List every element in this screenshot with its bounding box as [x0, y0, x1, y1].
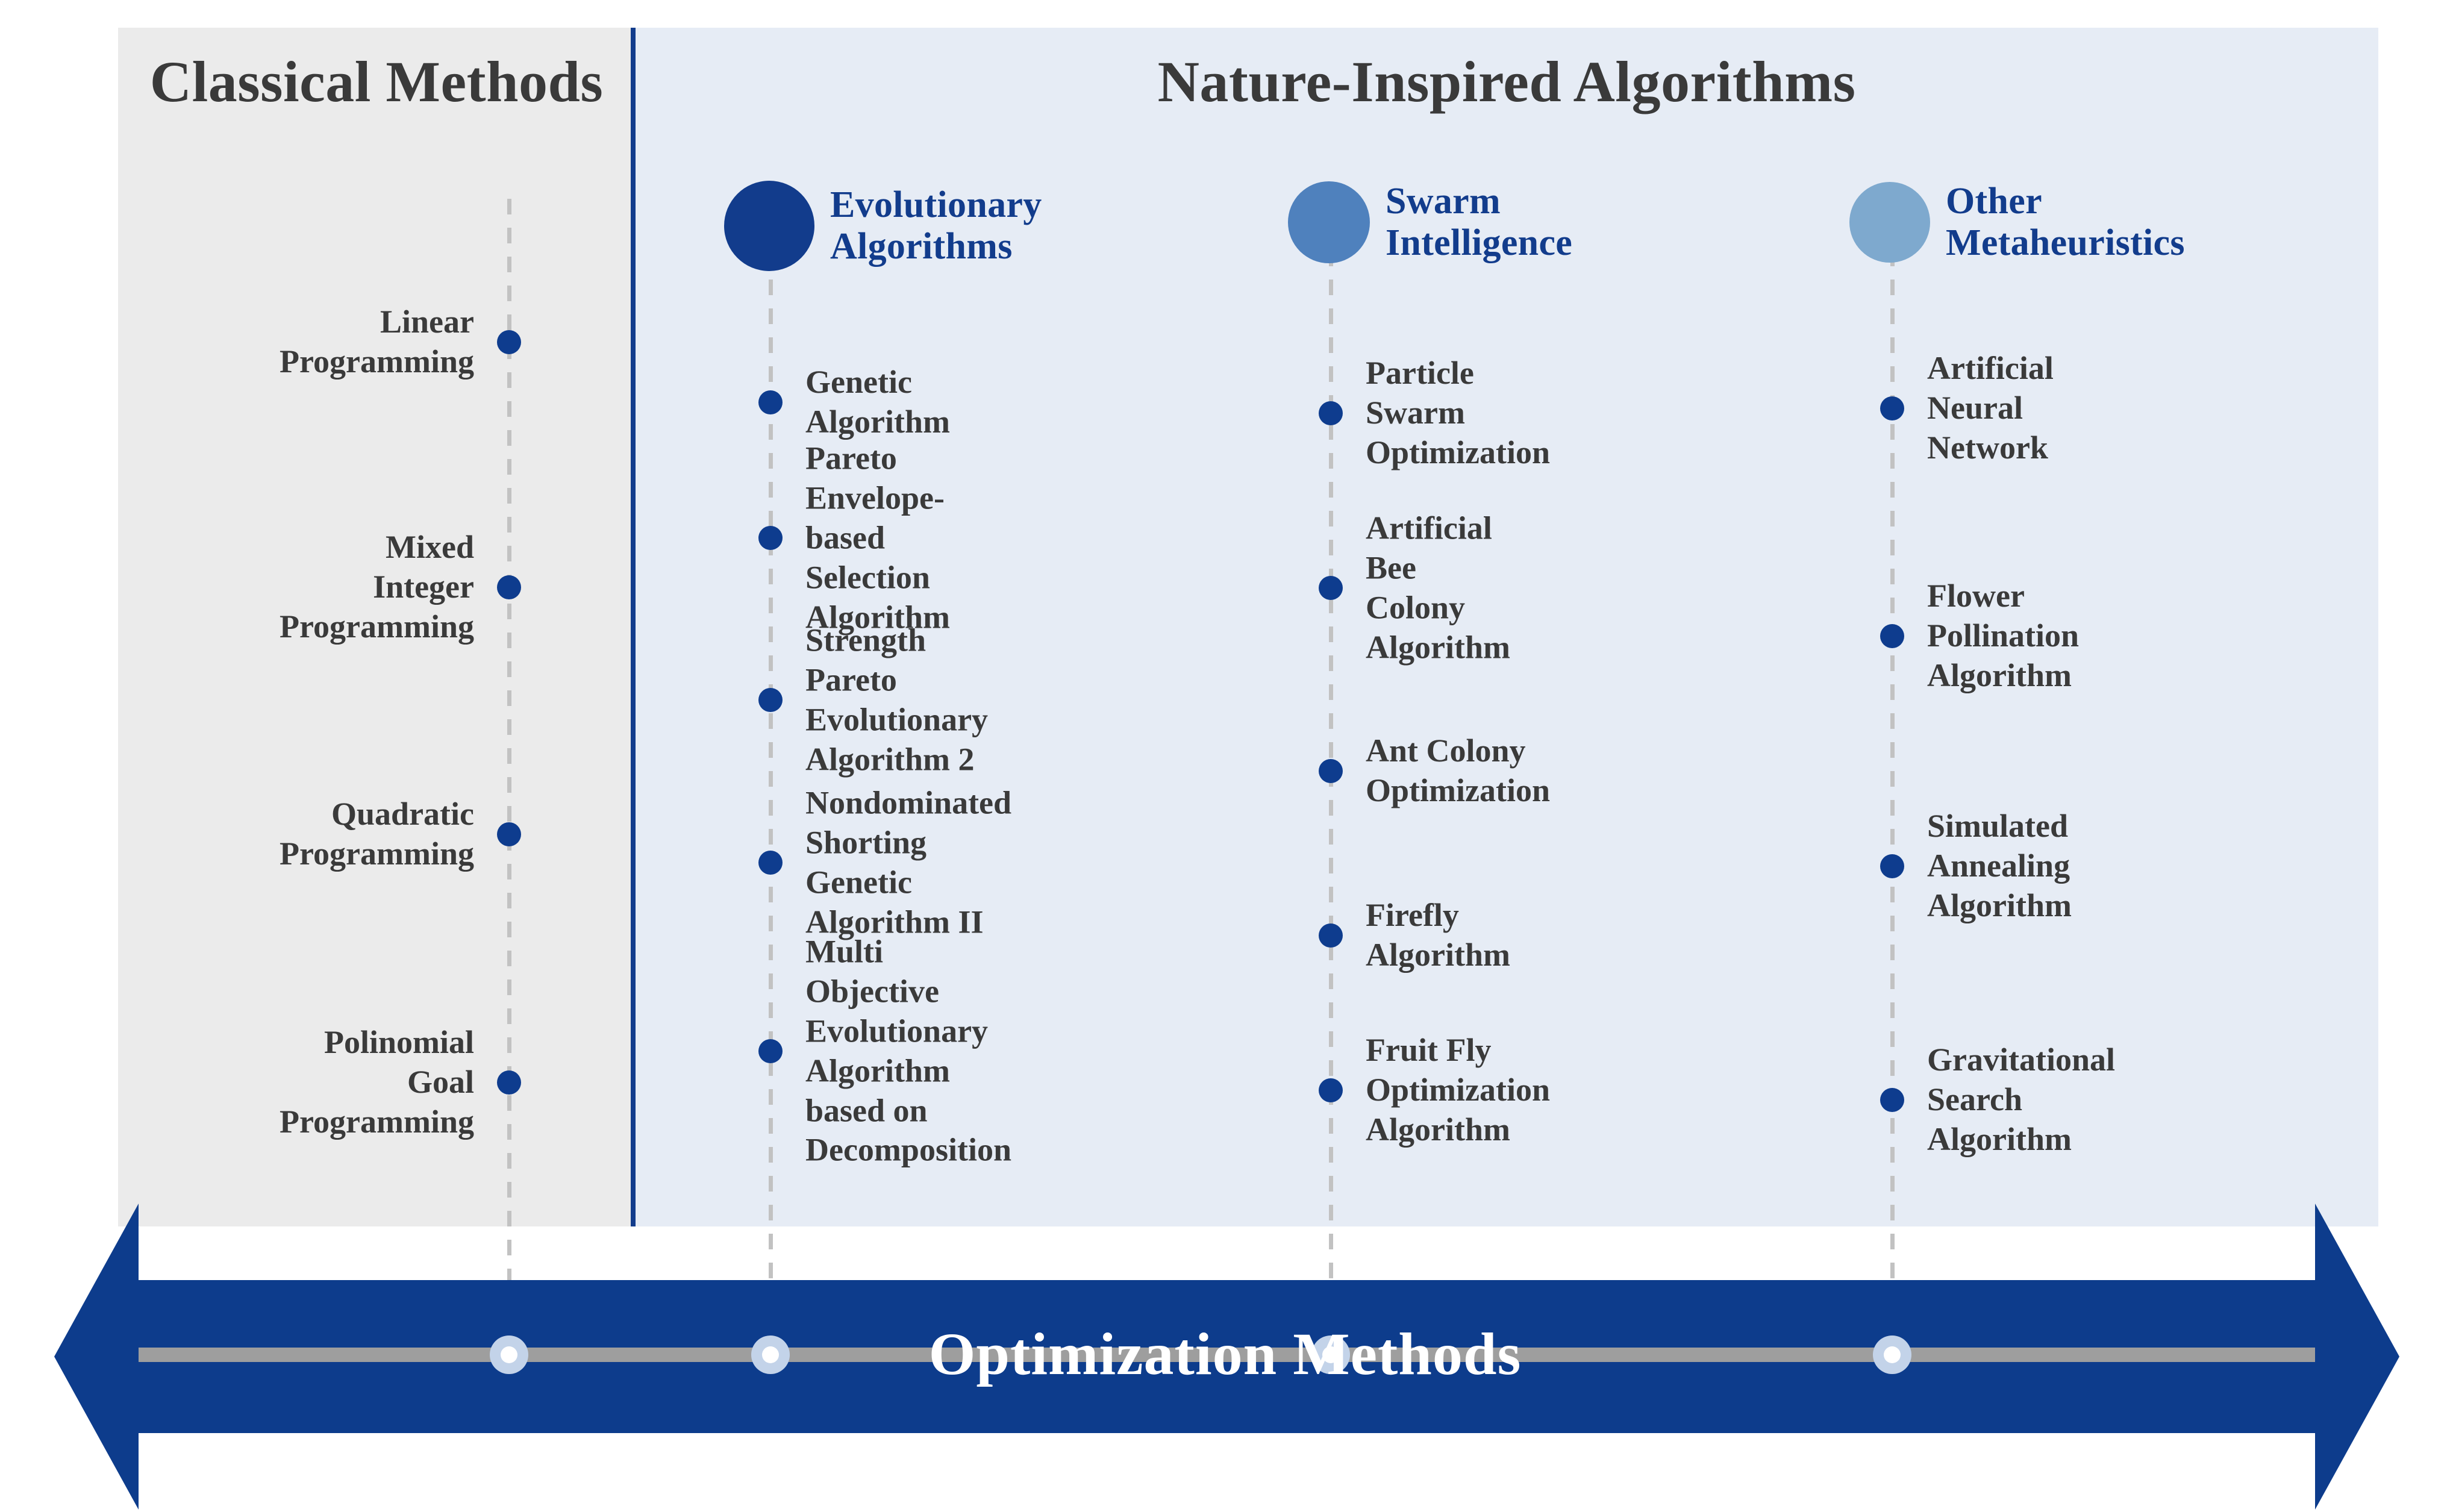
ring-marker-core-icon — [1884, 1346, 1901, 1363]
axis-caption: Optimization Methods — [928, 1320, 1522, 1387]
filled-dot-icon — [1319, 576, 1343, 600]
list-item-label: Simulated Annealing Algorithm — [1927, 808, 2072, 923]
filled-dot-icon — [1319, 923, 1343, 948]
category-header-swarm[interactable]: Swarm Intelligence — [1288, 181, 1572, 264]
filled-dot-icon — [497, 1070, 521, 1095]
list-item-label: Polinomial Goal Programming — [280, 1024, 474, 1140]
filled-circle-icon — [724, 181, 814, 271]
filled-dot-icon — [1880, 396, 1904, 420]
list-item-label: Gravitational Search Algorithm — [1927, 1042, 2115, 1157]
list-item-label: Nondominated Shorting Genetic Algorithm … — [805, 784, 1012, 940]
filled-dot-icon — [758, 390, 783, 414]
rail-other — [1890, 193, 1895, 1292]
filled-dot-icon — [758, 688, 783, 712]
ring-marker-core-icon — [501, 1346, 517, 1363]
rail-swarm — [1329, 193, 1333, 1292]
list-item-label: Strength Pareto Evolutionary Algorithm 2 — [805, 622, 989, 777]
filled-dot-icon — [758, 526, 783, 550]
classical-methods-heading: Classical Methods — [149, 49, 604, 114]
filled-dot-icon — [1880, 854, 1904, 878]
list-item-label: Firefly Algorithm — [1366, 897, 1510, 973]
list-item-label: Multi Objective Evolutionary Algorithm b… — [805, 933, 1011, 1168]
category-label-other: Other Metaheuristics — [1946, 181, 2185, 264]
filled-dot-icon — [1319, 1078, 1343, 1102]
rail-evolutionary — [769, 193, 773, 1292]
rail-classical — [507, 199, 511, 1292]
list-item-label: Particle Swarm Optimization — [1366, 355, 1550, 470]
list-item-label: Pareto Envelope-based Selection Algorith… — [805, 440, 950, 635]
nature-inspired-heading: Nature-Inspired Algorithms — [1157, 49, 1856, 114]
category-header-evolutionary[interactable]: Evolutionary Algorithms — [724, 181, 1042, 271]
filled-dot-icon — [1880, 1088, 1904, 1112]
list-item-label: Quadratic Programming — [280, 796, 474, 872]
list-item-label: Linear Programming — [280, 304, 474, 380]
ring-marker-core-icon — [762, 1346, 779, 1363]
classical-methods-panel — [118, 28, 635, 1226]
filled-dot-icon — [1319, 759, 1343, 783]
filled-dot-icon — [497, 575, 521, 599]
filled-dot-icon — [758, 851, 783, 875]
panel-divider — [631, 28, 636, 1226]
list-item-label: Artificial Neural Network — [1927, 350, 2054, 466]
filled-dot-icon — [497, 822, 521, 846]
filled-circle-icon — [1849, 182, 1930, 263]
list-item-label: Flower Pollination Algorithm — [1927, 578, 2080, 693]
list-item-label: Genetic Algorithm — [805, 364, 950, 440]
filled-dot-icon — [1319, 401, 1343, 425]
list-item-label: Artificial Bee Colony Algorithm — [1366, 510, 1510, 665]
list-item-label: Mixed Integer Programming — [280, 529, 474, 645]
filled-dot-icon — [497, 330, 521, 354]
ring-marker-core-icon — [1322, 1346, 1339, 1363]
filled-dot-icon — [758, 1039, 783, 1063]
category-header-other[interactable]: Other Metaheuristics — [1849, 181, 2185, 264]
filled-dot-icon — [1880, 624, 1904, 648]
filled-circle-icon — [1288, 181, 1370, 264]
category-label-swarm: Swarm Intelligence — [1386, 181, 1573, 264]
category-label-evolutionary: Evolutionary Algorithms — [830, 184, 1042, 267]
list-item-label: Fruit Fly Optimization Algorithm — [1366, 1032, 1550, 1148]
nature-inspired-panel — [635, 28, 2378, 1226]
list-item-label: Ant Colony Optimization — [1366, 733, 1550, 808]
